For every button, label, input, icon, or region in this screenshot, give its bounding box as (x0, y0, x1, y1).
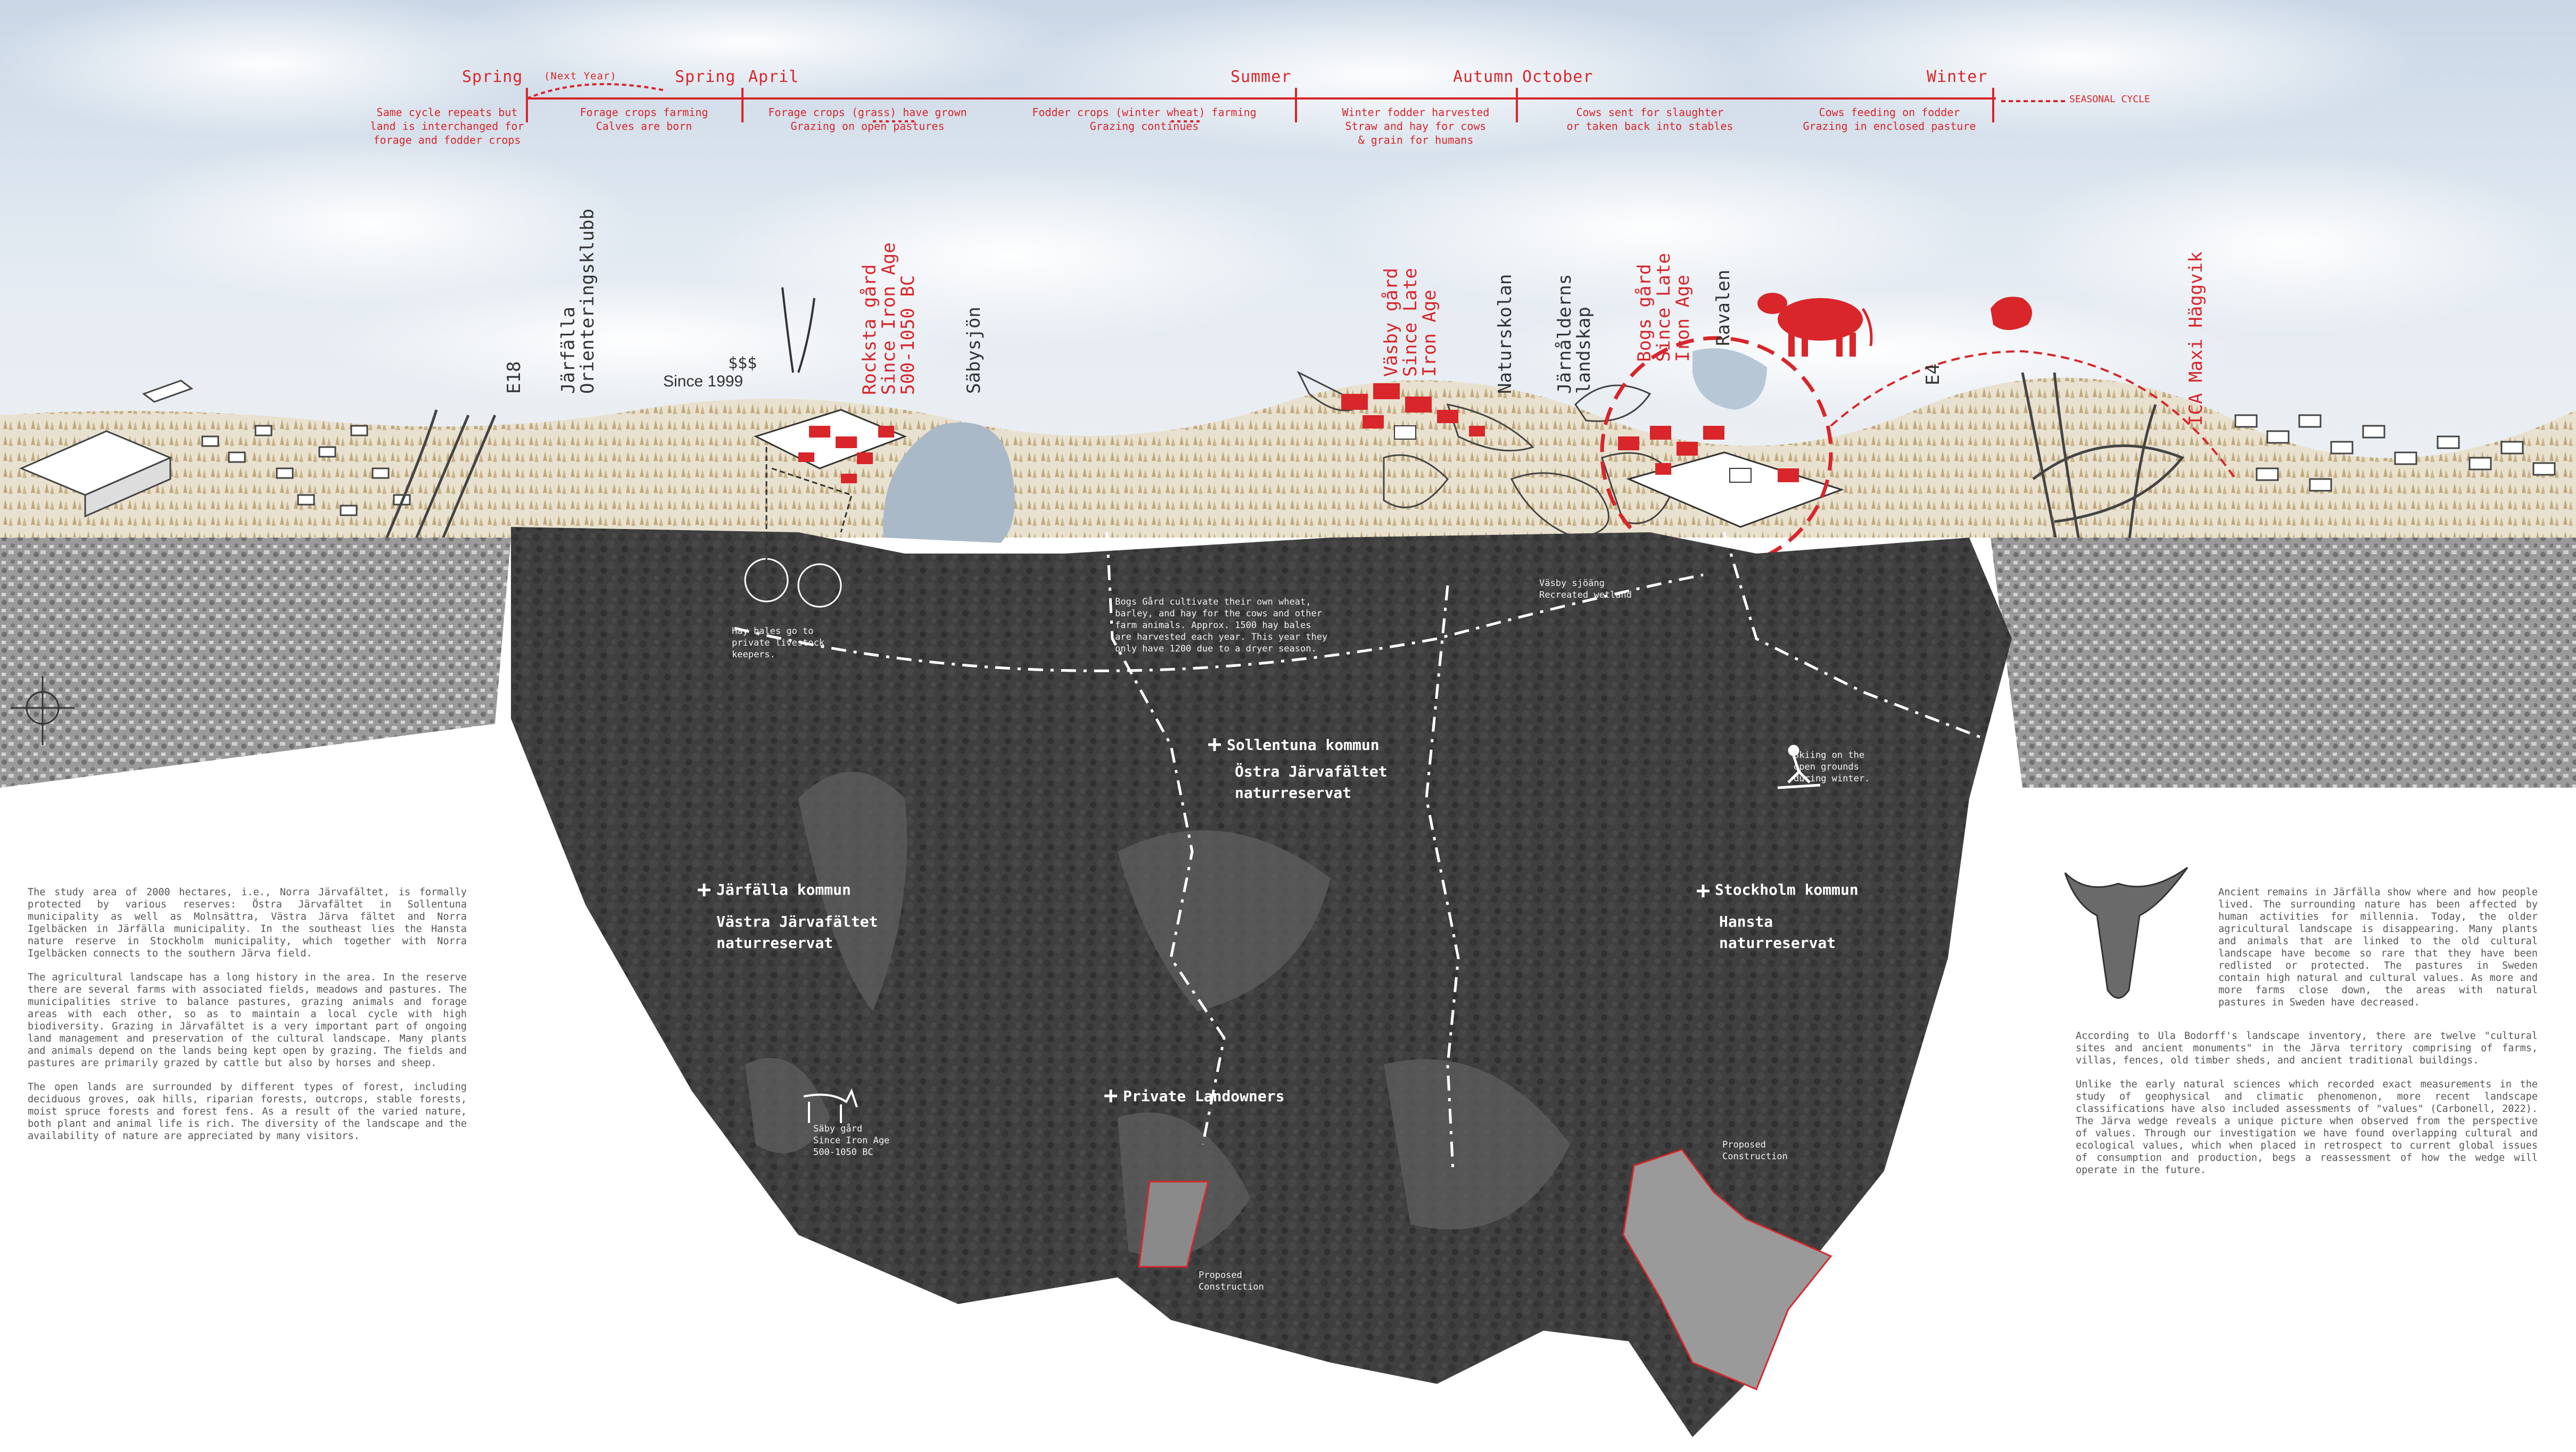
sollentuna-kommun: Sollentuna kommun (1227, 736, 1380, 754)
season-spring-1: Spring (462, 68, 523, 86)
label-dollars: $$$ (728, 354, 757, 373)
jarfalla-kommun: Järfälla kommun (716, 881, 851, 898)
horse-icon (803, 1088, 858, 1123)
bogs-farm (1618, 348, 1844, 528)
proposed-construction-right (1622, 1149, 1832, 1390)
left-urban-aerial (0, 538, 511, 788)
rocksta-farm (754, 287, 907, 533)
season-spring-2: Spring (675, 68, 736, 86)
cow-icon (1757, 293, 1873, 357)
private-landowners: Private Landowners (1123, 1087, 1285, 1105)
right-text-block: Ancient remains in Järfälla show where a… (2218, 886, 2538, 1020)
municipality-borders (734, 532, 2002, 1172)
season-timeline (526, 83, 2065, 122)
skier-icon (1777, 745, 1821, 789)
stockholm-kommun: Stockholm kommun (1715, 881, 1859, 898)
proposed-construction-left-label: Proposed Construction (1199, 1270, 1264, 1292)
cycle-note-7: Cows feeding on fodder Grazing in enclos… (1803, 106, 1976, 133)
left-urban-blocks (19, 380, 411, 518)
season-autumn: Autumn (1453, 68, 1514, 86)
cycle-note-5: Winter fodder harvested Straw and hay fo… (1342, 106, 1490, 146)
label-e18: E18 (503, 361, 525, 394)
cycle-note-3: Forage crops (grass) have grown Grazing … (768, 106, 967, 133)
label-since-1999: Since 1999 (663, 373, 744, 390)
cycle-note-4: Fodder crops (winter wheat) farming Graz… (1032, 106, 1257, 133)
right-urban-aerial (1991, 538, 2576, 788)
right-paragraph-3: Unlike the early natural sciences which … (2076, 1079, 2538, 1176)
left-paragraph-1: The study area of 2000 hectares, i.e., N… (28, 887, 467, 959)
label-ravalen: Ravalen (1713, 269, 1734, 346)
bogs-gard-note: Bogs Gård cultivate their own wheat, bar… (1115, 597, 1328, 654)
ostra-jarvafaltet: Östra Järvafältet naturreservat (1235, 763, 1388, 802)
vasby-sjoang-note: Väsby sjöäng Recreated wetland (1539, 578, 1632, 600)
ica-connection-line (1830, 350, 2236, 480)
cattle-skull-icon (2064, 867, 2189, 999)
right-urban-blocks (2234, 414, 2556, 492)
cycle-note-2: Forage crops farming Calves are born (580, 106, 708, 133)
cycle-note-6: Cows sent for slaughter or taken back in… (1566, 106, 1733, 133)
clouds (0, 0, 2565, 415)
label-bogs-gard: Bogs gård Since Late Iron Age (1634, 253, 1694, 362)
label-e4: E4 (1922, 364, 1944, 385)
forest-band (0, 377, 2576, 538)
label-vasby-gard: Väsby gård Since Late Iron Age (1381, 268, 1440, 377)
season-summer: Summer (1231, 68, 1292, 86)
season-october: October (1522, 68, 1594, 86)
compass-icon (11, 676, 75, 745)
right-text-block-lower: According to Ula Bodorff's landscape inv… (2076, 1030, 2538, 1188)
left-paragraph-2: The agricultural landscape has a long hi… (28, 972, 467, 1069)
hansta-naturreservat: Hansta naturreservat (1719, 913, 1836, 952)
proposed-construction-right-label: Proposed Construction (1722, 1140, 1788, 1162)
label-sabysjon: Säbysjön (963, 307, 985, 394)
right-paragraph-2: According to Ula Bodorff's landscape inv… (2076, 1030, 2538, 1066)
season-next-year: (Next Year) (544, 70, 617, 82)
label-ica-maxi: ICA Maxi Häggvik (2185, 251, 2207, 426)
vasby-farm (1341, 383, 1485, 440)
sabysjon-lake (883, 422, 1015, 543)
skiing-note: Skiing on the open grounds during winter… (1794, 750, 1870, 784)
municipality-markers (698, 738, 1710, 1102)
saby-gard-note: Säby gård Since Iron Age 500-1050 BC (813, 1124, 890, 1158)
cycle-note-1: Same cycle repeats but land is interchan… (370, 106, 524, 146)
proposed-construction-left (1138, 1181, 1209, 1268)
left-paragraph-3: The open lands are surrounded by differe… (28, 1082, 467, 1142)
seasonal-cycle-label: SEASONAL CYCLE (2069, 94, 2150, 105)
meat-icon (1991, 296, 2032, 330)
label-jarfalla-ok: Järfälla Orienteringsklubb (558, 209, 598, 394)
season-april: April (748, 68, 799, 86)
label-naturskolan: Naturskolan (1495, 274, 1516, 394)
season-winter: Winter (1927, 68, 1988, 86)
left-text-block: The study area of 2000 hectares, i.e., N… (28, 886, 467, 1154)
vastra-jarvafaltet: Västra Järvafältet naturreservat (716, 913, 878, 952)
right-paragraph-1: Ancient remains in Järfälla show where a… (2218, 887, 2538, 1008)
hay-bales-note: Hay bales go to private livestock keeper… (732, 626, 824, 660)
label-rocksta-gard: Rocksta gård Since Iron Age 500-1050 BC (859, 242, 919, 395)
label-jarnalderns-landskap: Järnålderns landskap (1554, 274, 1595, 394)
